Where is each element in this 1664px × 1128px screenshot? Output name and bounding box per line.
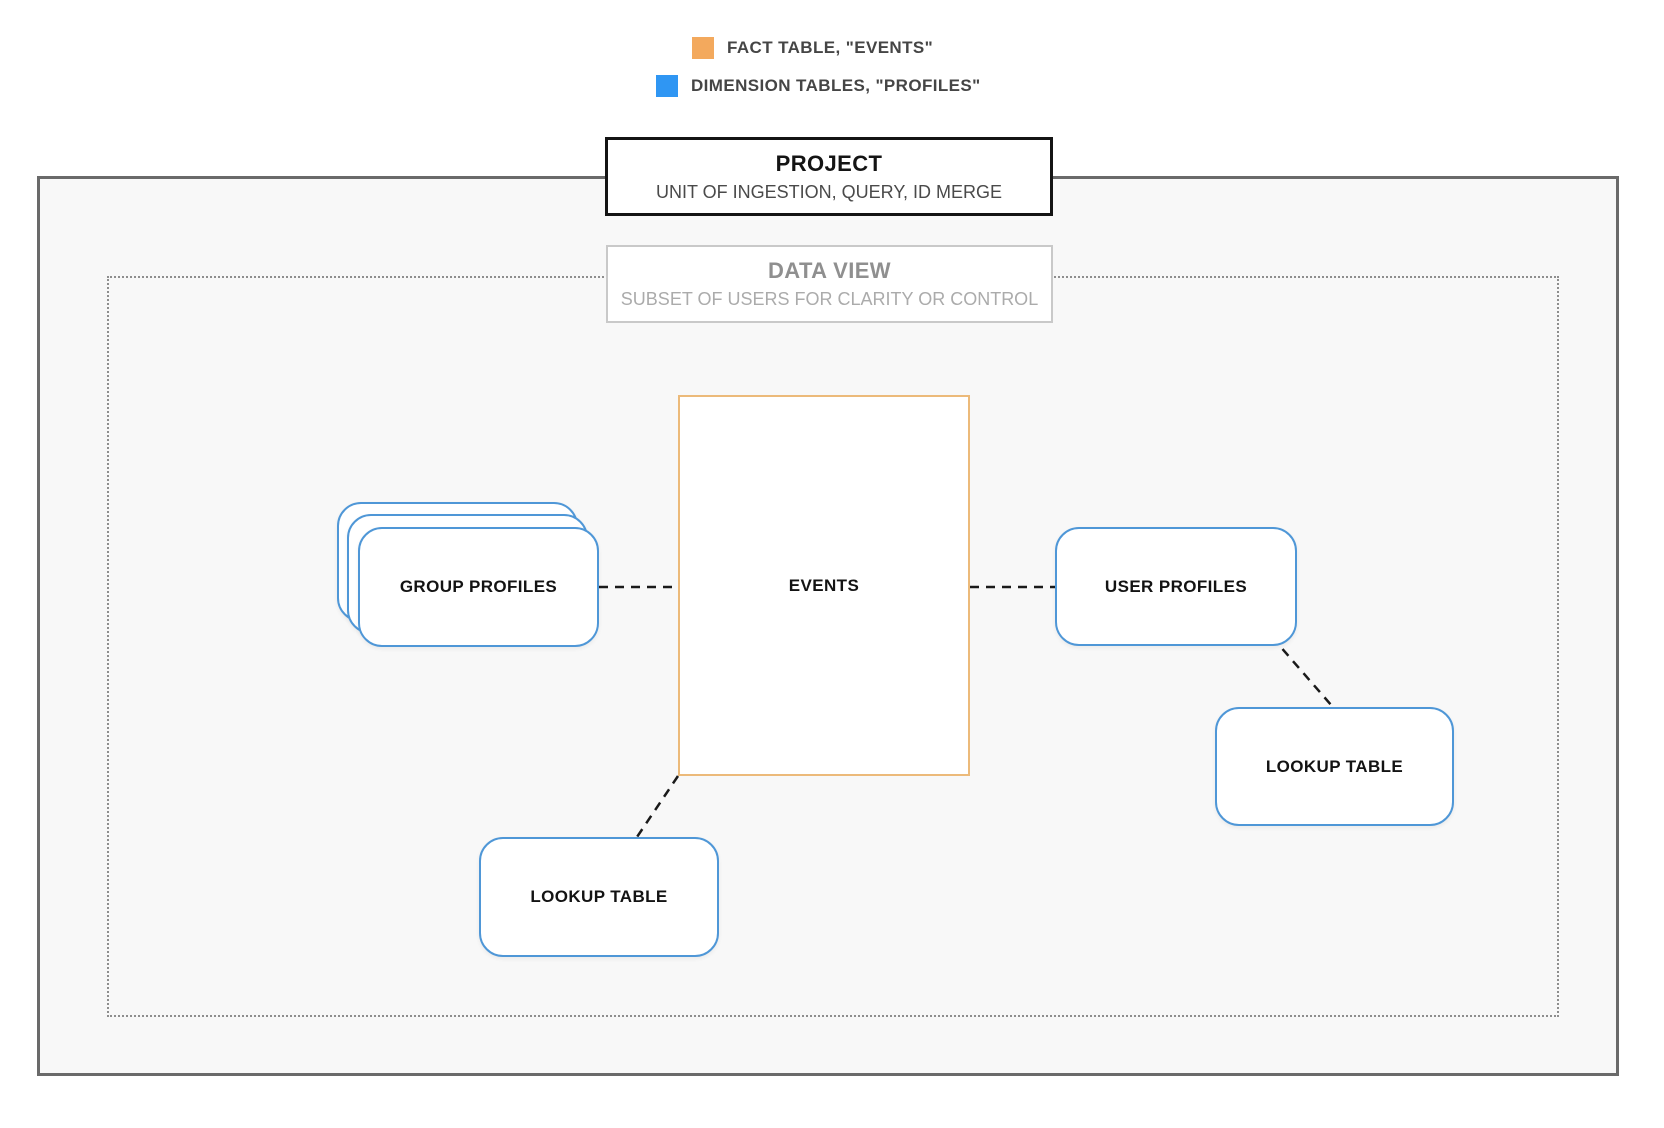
project-title: PROJECT [775, 150, 883, 176]
legend-item-dimension-tables: DIMENSION TABLES, "PROFILES" [656, 74, 981, 98]
data-view-box: DATA VIEW SUBSET OF USERS FOR CLARITY OR… [606, 245, 1053, 323]
fact-table-swatch-icon [692, 37, 714, 59]
lookup-table-right-label: LOOKUP TABLE [1265, 756, 1404, 776]
project-subtitle: UNIT OF INGESTION, QUERY, ID MERGE [655, 181, 1003, 202]
legend-label-dimension-tables: DIMENSION TABLES, "PROFILES" [691, 76, 981, 95]
dimension-tables-swatch-icon [656, 75, 678, 97]
lookup-table-bottom-label: LOOKUP TABLE [530, 887, 668, 906]
legend-item-fact-table: FACT TABLE, "EVENTS" [692, 36, 933, 60]
project-box: PROJECT UNIT OF INGESTION, QUERY, ID MER… [605, 137, 1053, 216]
user-profiles-node: USER PROFILES [1055, 527, 1297, 646]
events-node: EVENTS [678, 395, 970, 776]
lookup-table-right-node: LOOKUP TABLE [1215, 707, 1454, 826]
events-label: EVENTS [788, 575, 860, 595]
legend-label-fact-table: FACT TABLE, "EVENTS" [727, 38, 934, 57]
group-profiles-label: GROUP PROFILES [399, 577, 558, 596]
lookup-table-bottom-node: LOOKUP TABLE [479, 837, 719, 957]
group-profiles-node: GROUP PROFILES [358, 527, 599, 647]
user-profiles-label: USER PROFILES [1104, 576, 1248, 596]
data-view-subtitle: SUBSET OF USERS FOR CLARITY OR CONTROL [620, 289, 1039, 309]
data-view-title: DATA VIEW [768, 258, 891, 283]
